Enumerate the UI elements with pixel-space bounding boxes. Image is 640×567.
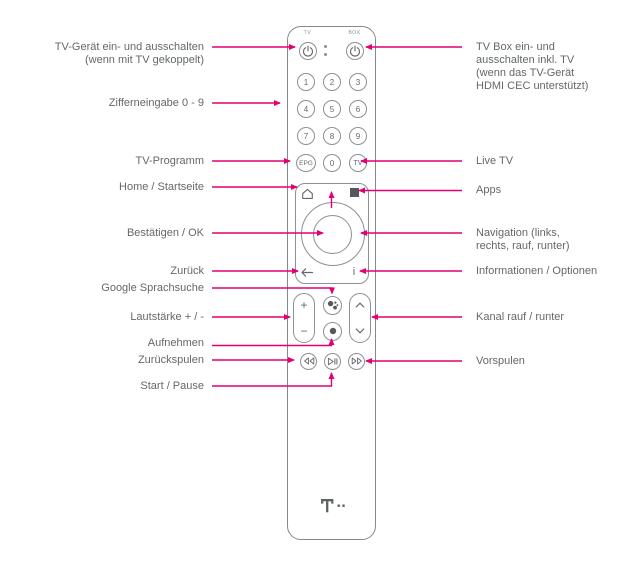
label-zurueck: Zurück: [170, 264, 204, 277]
channel-rocker: [349, 293, 371, 343]
key-8: 8: [323, 127, 341, 145]
ok-button: [313, 214, 352, 254]
chevron-up-icon: [355, 302, 365, 308]
fast-forward-icon: [351, 357, 362, 365]
label-vorspulen: Vorspulen: [476, 354, 525, 367]
label-tv-power: TV-Gerät ein- und ausschalten (wenn mit …: [54, 40, 204, 66]
label-zurueckspulen: Zurückspulen: [137, 353, 204, 366]
box-power-button: [345, 42, 364, 60]
assistant-button: [323, 295, 342, 315]
key-6: 6: [349, 100, 367, 118]
back-arrow-icon: [301, 267, 314, 277]
epg-button: EPG: [296, 154, 316, 172]
key-9: 9: [349, 127, 367, 145]
label-tv-programm: TV-Programm: [135, 154, 204, 167]
rewind-icon: [303, 357, 314, 365]
forward-button: [348, 352, 365, 370]
record-button: [323, 321, 342, 341]
label-navigation: Navigation (links, rechts, rauf, runter): [476, 226, 570, 252]
label-sprachsuche: Google Sprachsuche: [101, 281, 204, 294]
tv-power-button: [298, 42, 317, 60]
tv-power-caption: TV: [303, 30, 312, 36]
label-box-power: TV Box ein- und ausschalten inkl. TV (we…: [476, 40, 589, 92]
home-button: [301, 188, 314, 200]
label-start-pause: Start / Pause: [140, 379, 204, 392]
record-dot-icon: [329, 327, 336, 335]
power-icon: [349, 45, 360, 57]
status-led-bottom: [323, 53, 327, 56]
chevron-down-icon: [355, 328, 365, 334]
home-icon: [301, 188, 313, 199]
telekom-logo: [318, 499, 348, 513]
label-aufnehmen: Aufnehmen: [147, 336, 204, 349]
box-power-caption: BOX: [348, 30, 361, 36]
key-7: 7: [297, 127, 315, 145]
remote-body: TV BOX 1 2 3 4 5 6 7 8 9 EPG 0 TV: [287, 26, 376, 540]
key-2: 2: [323, 73, 341, 91]
key-1: 1: [297, 73, 315, 91]
volume-plus-button: +: [300, 298, 308, 312]
info-button: i: [352, 266, 356, 278]
live-tv-button: TV: [349, 154, 367, 172]
status-led-top: [323, 45, 327, 48]
volume-minus-button: −: [300, 324, 308, 338]
power-icon: [302, 45, 313, 57]
label-kanal: Kanal rauf / runter: [476, 310, 565, 323]
label-live-tv: Live TV: [476, 154, 514, 167]
label-lautstaerke: Lautstärke + / -: [130, 310, 204, 323]
label-ok: Bestätigen / OK: [126, 226, 204, 239]
label-apps: Apps: [476, 183, 502, 196]
rewind-button: [300, 352, 317, 370]
play-pause-icon: [327, 357, 338, 365]
play-pause-button: [324, 352, 341, 370]
apps-square-icon: [349, 187, 359, 197]
label-home: Home / Startseite: [119, 180, 204, 193]
key-0: 0: [323, 154, 341, 172]
google-assistant-icon: [327, 300, 339, 309]
channel-down-button: [354, 327, 366, 335]
back-button: [300, 267, 314, 278]
label-informationen: Informationen / Optionen: [476, 264, 598, 277]
key-5: 5: [323, 100, 341, 118]
key-4: 4: [297, 100, 315, 118]
label-zifferneingabe: Zifferneingabe 0 - 9: [108, 96, 204, 109]
telekom-t-icon: [320, 499, 345, 513]
key-3: 3: [349, 73, 367, 91]
channel-up-button: [354, 301, 366, 309]
